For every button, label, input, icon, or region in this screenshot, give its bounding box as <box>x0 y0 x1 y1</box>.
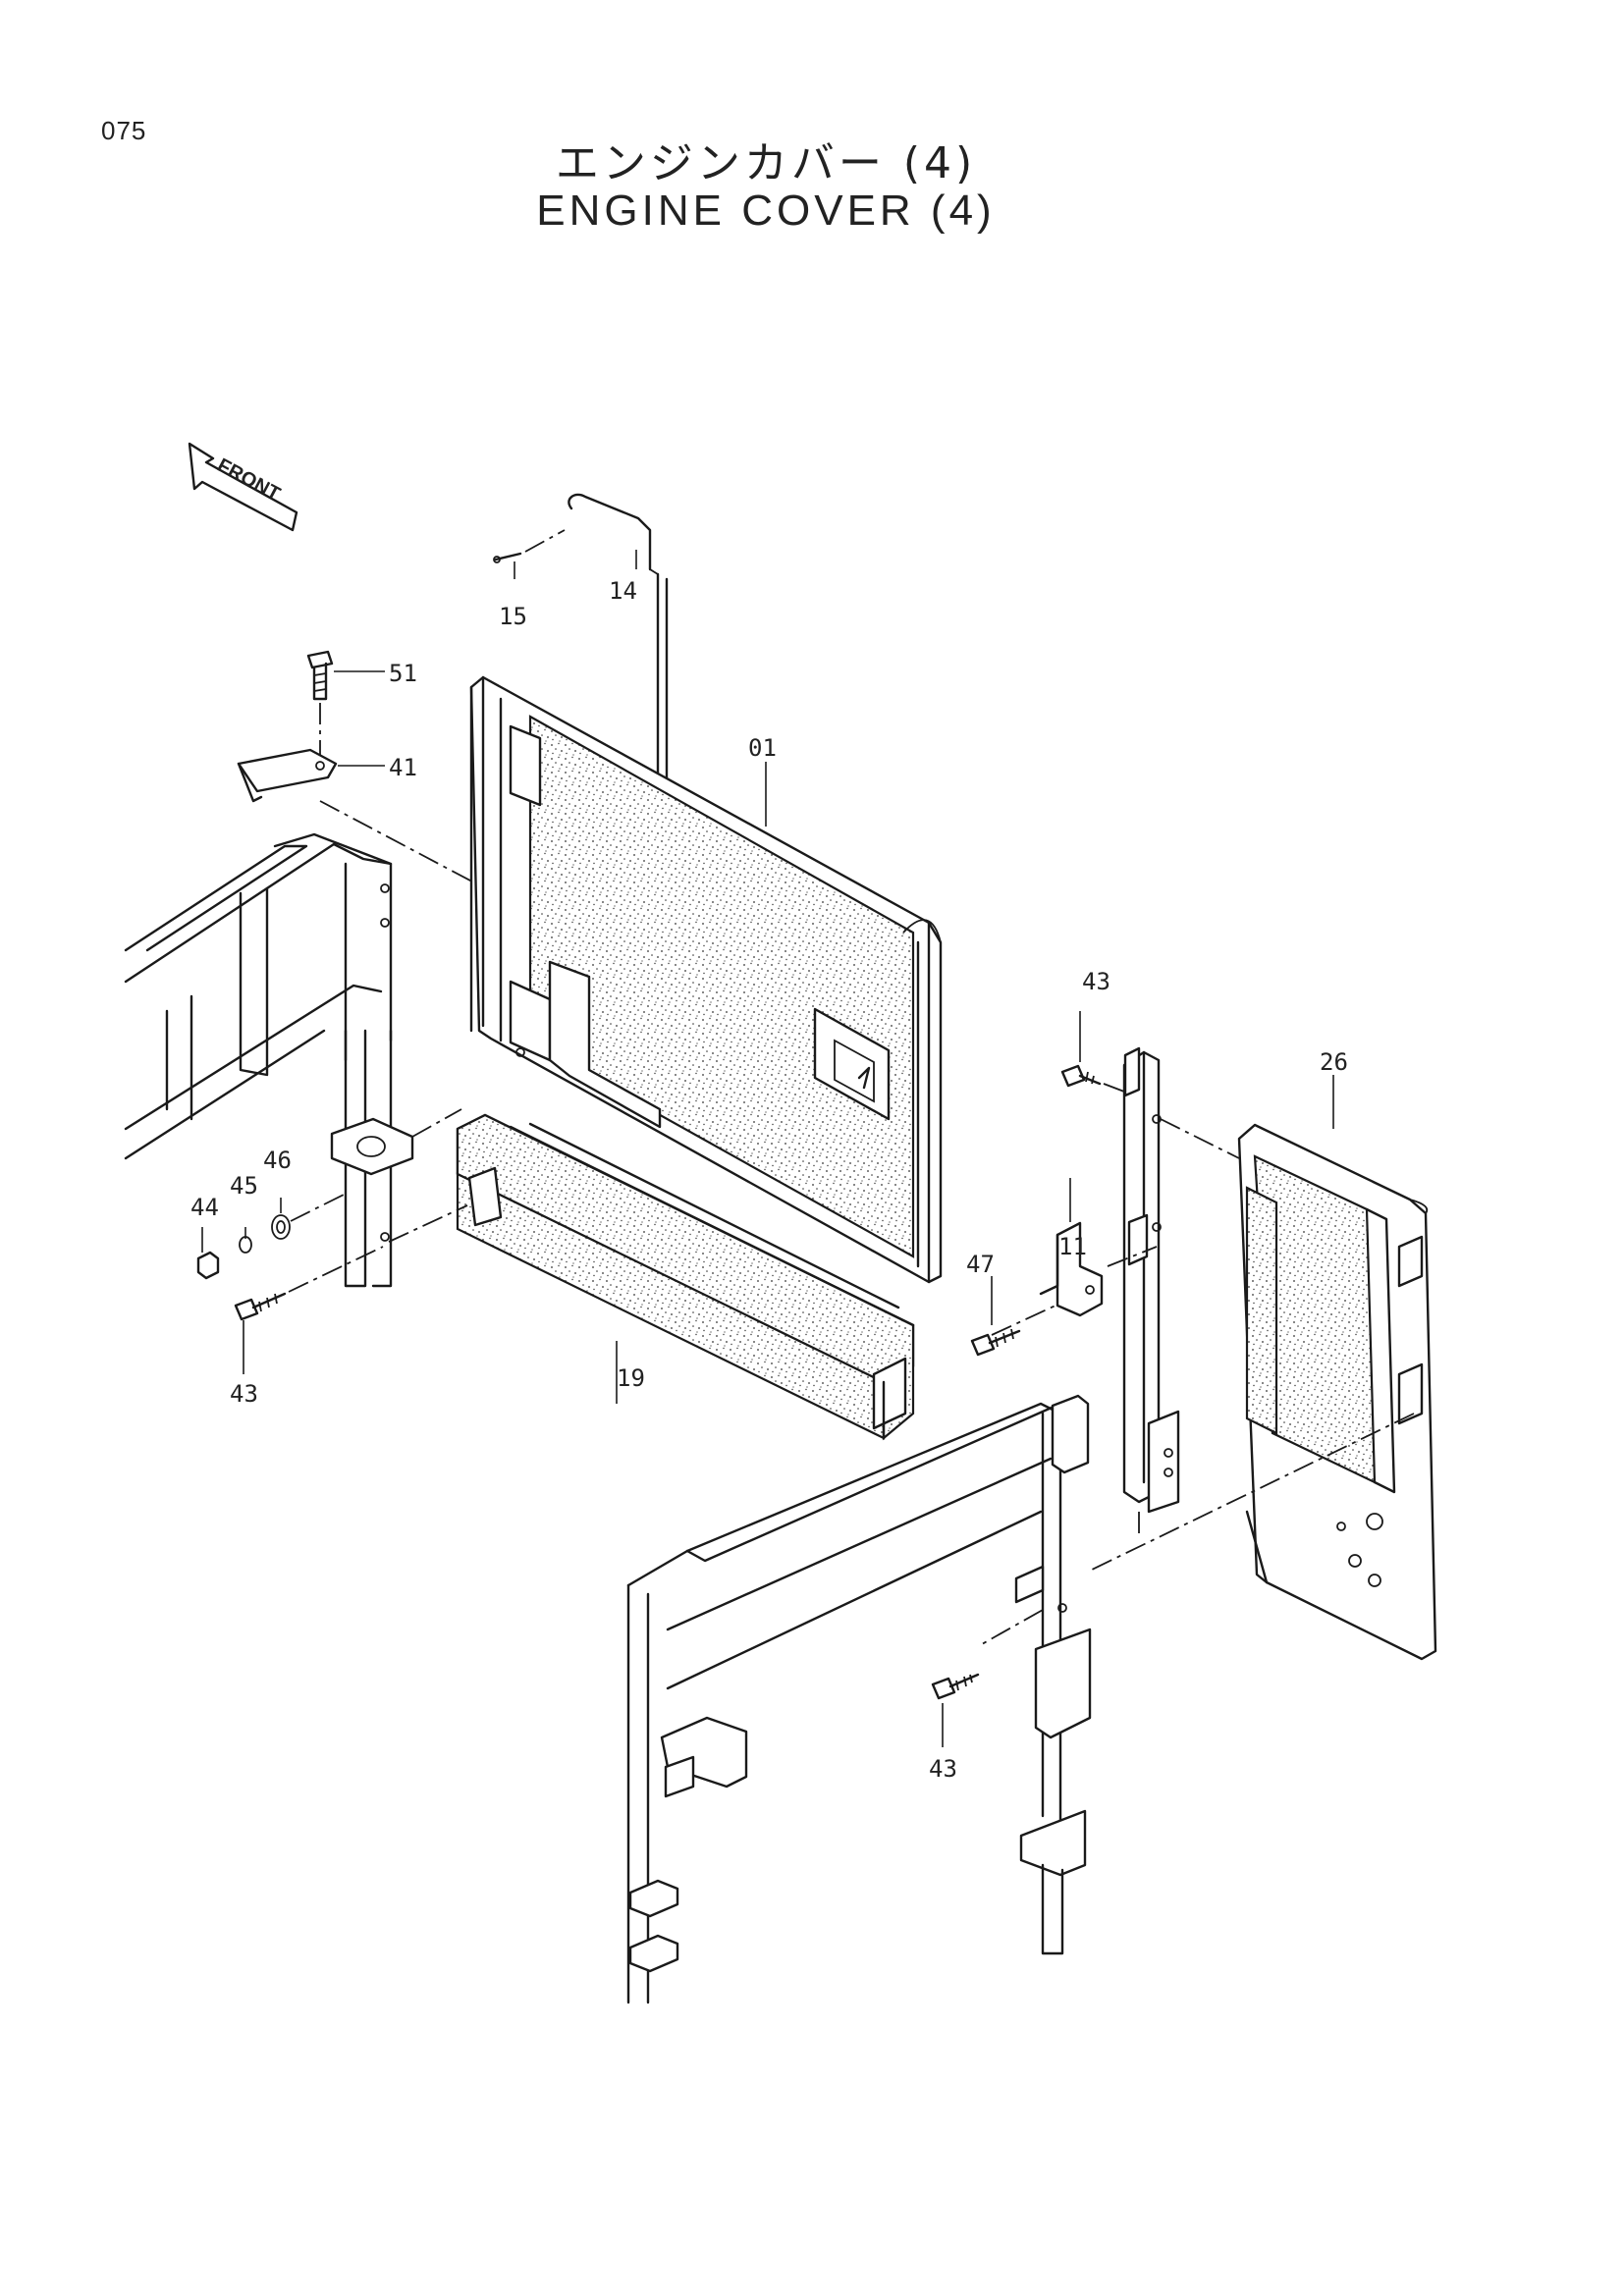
label-part-19: 19 <box>617 1364 645 1392</box>
label-part-26: 26 <box>1320 1048 1348 1076</box>
label-part-43-upper: 43 <box>1082 968 1110 995</box>
label-part-46: 46 <box>263 1147 292 1174</box>
part-51-bolt <box>306 650 385 756</box>
title-english: ENGINE COVER (4) <box>536 187 996 235</box>
title-japanese: エンジンカバー (4) <box>555 138 977 188</box>
part-01-cover-panel <box>469 675 943 1284</box>
part-19-foam-block <box>456 1113 915 1441</box>
label-part-15: 15 <box>499 603 527 630</box>
vertical-support-bracket <box>1107 1046 1240 1536</box>
part-47-bolt <box>970 1328 1021 1357</box>
fastener-group-left <box>196 1108 468 1321</box>
part-26-side-cover <box>1089 1123 1437 1661</box>
front-label: FRONT <box>214 454 284 506</box>
part-43-bolt-lower <box>931 1673 980 1700</box>
page-number: 075 <box>101 116 147 145</box>
left-frame-structure <box>124 832 414 1288</box>
front-direction-arrow: FRONT <box>188 442 298 532</box>
center-lower-frame <box>626 1394 1092 2004</box>
label-part-43-lower: 43 <box>929 1755 957 1783</box>
part-41-bracket <box>237 748 551 924</box>
label-part-47: 47 <box>966 1251 995 1278</box>
label-part-43-left: 43 <box>230 1380 258 1408</box>
label-part-45: 45 <box>230 1172 258 1200</box>
label-part-41: 41 <box>389 754 417 781</box>
label-part-01: 01 <box>748 734 777 762</box>
label-part-51: 51 <box>389 660 417 687</box>
label-part-14: 14 <box>609 577 637 605</box>
part-15-clip <box>493 529 566 563</box>
label-part-11: 11 <box>1058 1233 1087 1260</box>
part-43-bolt-upper-right <box>1060 1011 1125 1093</box>
label-part-44: 44 <box>190 1194 219 1221</box>
part-11-stay <box>991 1178 1104 1336</box>
